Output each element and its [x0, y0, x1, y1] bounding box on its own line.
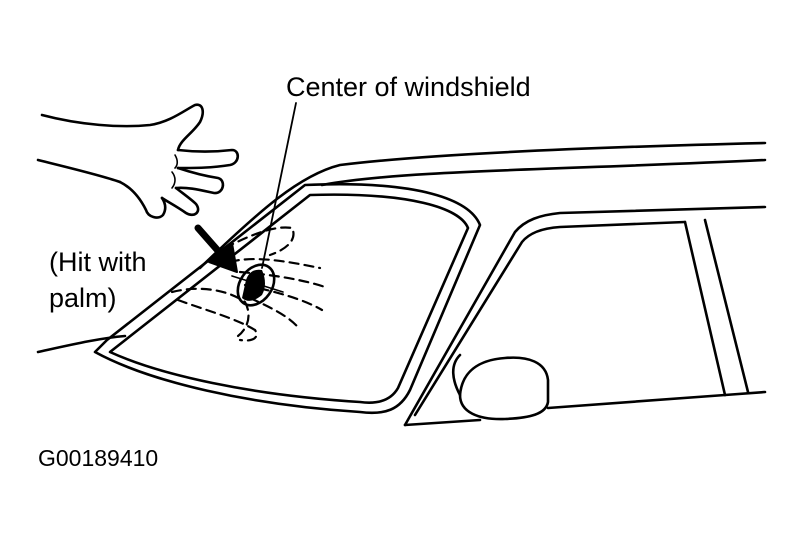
roof-line	[198, 141, 767, 270]
middle-finger	[174, 166, 225, 195]
strike-direction-arrow	[194, 224, 238, 273]
roof-inner-line	[320, 158, 767, 187]
door-sill	[403, 418, 482, 427]
pillar-extension	[723, 390, 767, 397]
mirror-housing	[458, 356, 550, 421]
b-pillar-right	[703, 218, 750, 394]
side-mirror	[451, 353, 550, 421]
side-window-outer	[403, 205, 767, 427]
index-finger	[176, 148, 240, 170]
windshield-outer	[93, 183, 482, 415]
center-of-windshield-label: Center of windshield	[286, 72, 531, 102]
side-window-inner	[413, 220, 687, 417]
hand-bottom-edge	[36, 158, 122, 184]
window-lower-edge	[546, 393, 727, 410]
mirror-arm	[451, 353, 462, 397]
finger-crease-2	[171, 171, 176, 189]
hit-with-palm-line-2: palm)	[49, 283, 117, 313]
ring-finger	[160, 186, 200, 217]
windshield	[93, 183, 482, 415]
hit-with-palm-label: (Hit with palm)	[49, 244, 147, 316]
center-leader-line	[261, 102, 297, 269]
hand-top-edge	[40, 103, 205, 152]
windshield-inner	[108, 193, 470, 404]
b-pillar-left	[683, 220, 727, 397]
finger-crease-1	[174, 154, 179, 169]
side-window	[403, 205, 767, 427]
hand	[36, 103, 240, 219]
windshield-center-marker	[231, 263, 284, 307]
car-body-outline	[36, 141, 767, 354]
little-finger	[118, 180, 167, 219]
figure-code: G00189410	[38, 445, 159, 471]
hood-line	[36, 334, 127, 354]
hit-with-palm-line-1: (Hit with	[49, 247, 147, 277]
